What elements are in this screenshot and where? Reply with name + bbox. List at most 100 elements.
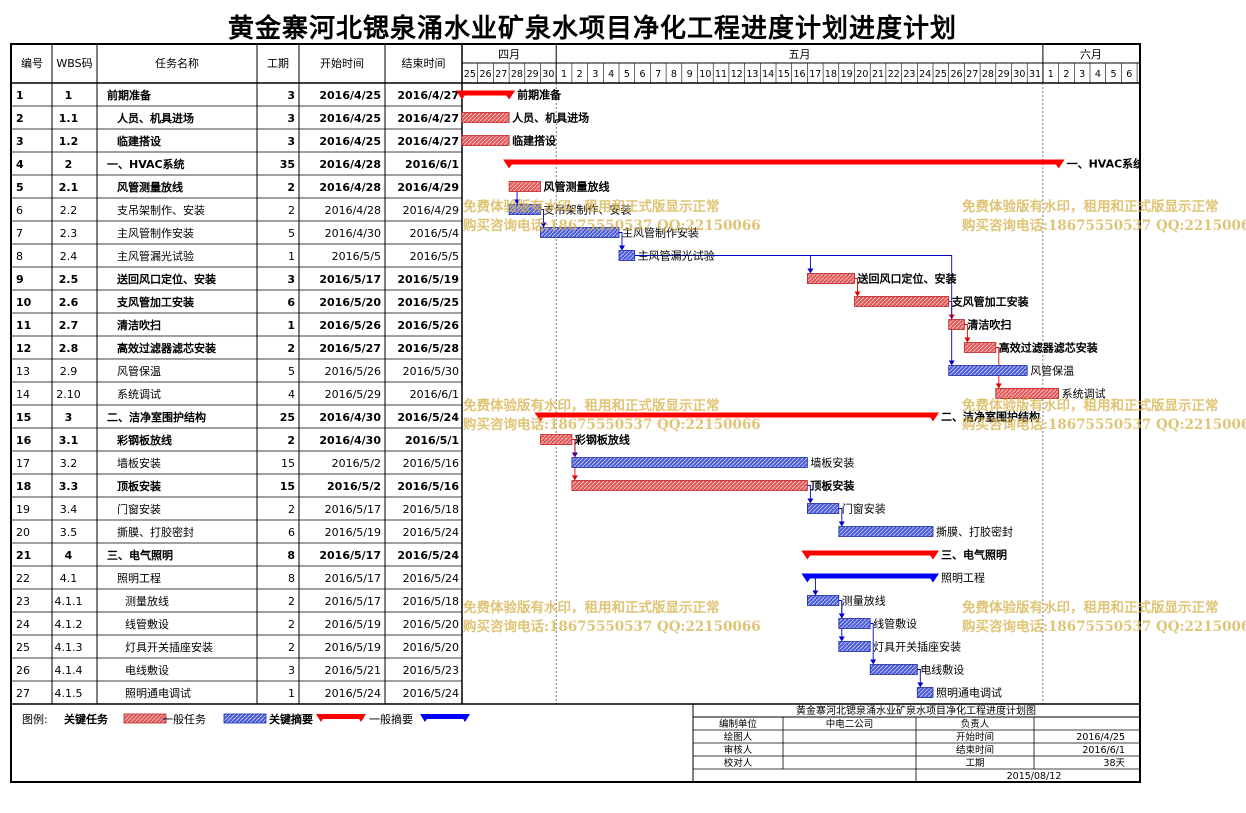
row-start: 2016/5/17 [319, 549, 381, 562]
day-label: 29 [527, 69, 539, 80]
row-wbs: 3.2 [60, 457, 78, 470]
row-id: 15 [16, 411, 31, 424]
row-wbs: 2 [65, 158, 73, 171]
link-arrow [854, 291, 861, 297]
day-label: 1 [561, 69, 567, 80]
row-start: 2016/5/19 [325, 526, 381, 539]
row-end: 2016/5/16 [403, 457, 459, 470]
row-task-name: 电线敷设 [125, 663, 169, 677]
row-task-name: 灯具开关插座安装 [125, 640, 213, 654]
row-duration: 2 [288, 503, 295, 516]
bar-label: 照明通电调试 [936, 687, 1002, 700]
row-duration: 2 [287, 342, 295, 355]
row-wbs: 2.4 [60, 250, 78, 263]
bar-label: 人员、机具进场 [512, 111, 589, 125]
info-date: 2015/08/12 [1007, 771, 1062, 781]
row-id: 9 [16, 273, 24, 286]
row-id: 18 [16, 480, 31, 493]
bar-label: 电线敷设 [920, 663, 964, 677]
row-start: 2016/4/28 [319, 181, 381, 194]
summary-end-cap [1052, 159, 1065, 169]
day-label: 26 [951, 69, 963, 80]
row-task-name: 系统调试 [117, 388, 161, 401]
row-id: 24 [16, 618, 30, 631]
info-cell: 中电二公司 [826, 718, 874, 730]
row-duration: 3 [287, 273, 295, 286]
bar-label: 一、HVAC系统 [1067, 157, 1139, 171]
row-start: 2016/4/28 [319, 158, 381, 171]
legend-item-label: 一般摘要 [369, 712, 413, 726]
bar-label: 临建搭设 [512, 134, 557, 148]
summary-start-cap [801, 550, 814, 560]
info-cell: 开始时间 [956, 731, 994, 743]
info-cell: 38天 [1103, 758, 1125, 769]
row-task-name: 一、HVAC系统 [107, 157, 185, 171]
row-id: 19 [16, 503, 30, 516]
day-label: 26 [480, 69, 492, 80]
day-label: 2 [1063, 69, 1069, 80]
row-start: 2016/5/24 [325, 687, 381, 700]
task-bar [838, 641, 871, 652]
row-duration: 3 [287, 112, 295, 125]
row-end: 2016/5/20 [403, 641, 459, 654]
day-label: 30 [1013, 69, 1025, 80]
row-wbs: 3.4 [60, 503, 78, 516]
legend-swatch-cap [316, 714, 326, 722]
day-label: 6 [640, 69, 646, 80]
row-duration: 2 [288, 641, 295, 654]
row-task-name: 风管测量放线 [117, 180, 183, 194]
row-id: 21 [16, 549, 31, 562]
row-end: 2016/5/18 [403, 595, 459, 608]
bar-label: 主风管漏光试验 [638, 249, 715, 263]
row-id: 2 [16, 112, 24, 125]
day-label: 17 [809, 69, 821, 80]
task-bar [540, 434, 573, 445]
summary-end-cap [503, 90, 516, 100]
row-task-name: 顶板安装 [117, 479, 161, 493]
link-arrow [807, 268, 814, 274]
task-bar [869, 664, 918, 675]
day-label: 20 [856, 69, 868, 80]
legend-swatch [425, 714, 465, 719]
row-start: 2016/4/30 [319, 434, 381, 447]
row-wbs: 4 [65, 549, 73, 562]
row-wbs: 4.1.1 [55, 595, 83, 608]
row-end: 2016/5/20 [403, 618, 459, 631]
bar-label: 灯具开关插座安装 [873, 640, 961, 654]
row-end: 2016/5/1 [405, 434, 459, 447]
row-duration: 2 [287, 181, 295, 194]
info-cell: 2016/4/25 [1076, 732, 1125, 743]
summary-start-cap [801, 573, 814, 583]
info-cell: 绘图人 [724, 731, 753, 743]
row-start: 2016/5/17 [325, 572, 381, 585]
day-label: 18 [825, 69, 837, 80]
summary-end-cap [927, 573, 939, 583]
row-end: 2016/5/4 [410, 227, 459, 240]
bar-label: 前期准备 [517, 88, 562, 102]
day-label: 24 [919, 69, 931, 80]
row-duration: 3 [287, 89, 295, 102]
summary-end-cap [927, 550, 939, 560]
task-bar [948, 319, 965, 330]
row-wbs: 2.5 [59, 273, 79, 286]
link-line [917, 669, 921, 687]
row-duration: 1 [288, 687, 295, 700]
row-id: 22 [16, 572, 30, 585]
info-cell: 编制单位 [719, 718, 758, 730]
row-duration: 8 [287, 549, 295, 562]
day-label: 9 [687, 69, 693, 80]
day-label: 12 [731, 69, 743, 80]
row-id: 1 [16, 89, 24, 102]
day-label: 22 [888, 69, 900, 80]
link-arrow [540, 222, 547, 228]
bar-label: 测量放线 [842, 594, 886, 608]
row-start: 2016/5/19 [325, 618, 381, 631]
row-wbs: 4.1 [60, 572, 78, 585]
legend-item-label: 关键摘要 [269, 712, 313, 726]
row-task-name: 测量放线 [125, 594, 169, 608]
row-start: 2016/5/21 [325, 664, 381, 677]
row-id: 23 [16, 595, 30, 608]
row-end: 2016/4/29 [397, 181, 459, 194]
task-bar [618, 250, 636, 261]
